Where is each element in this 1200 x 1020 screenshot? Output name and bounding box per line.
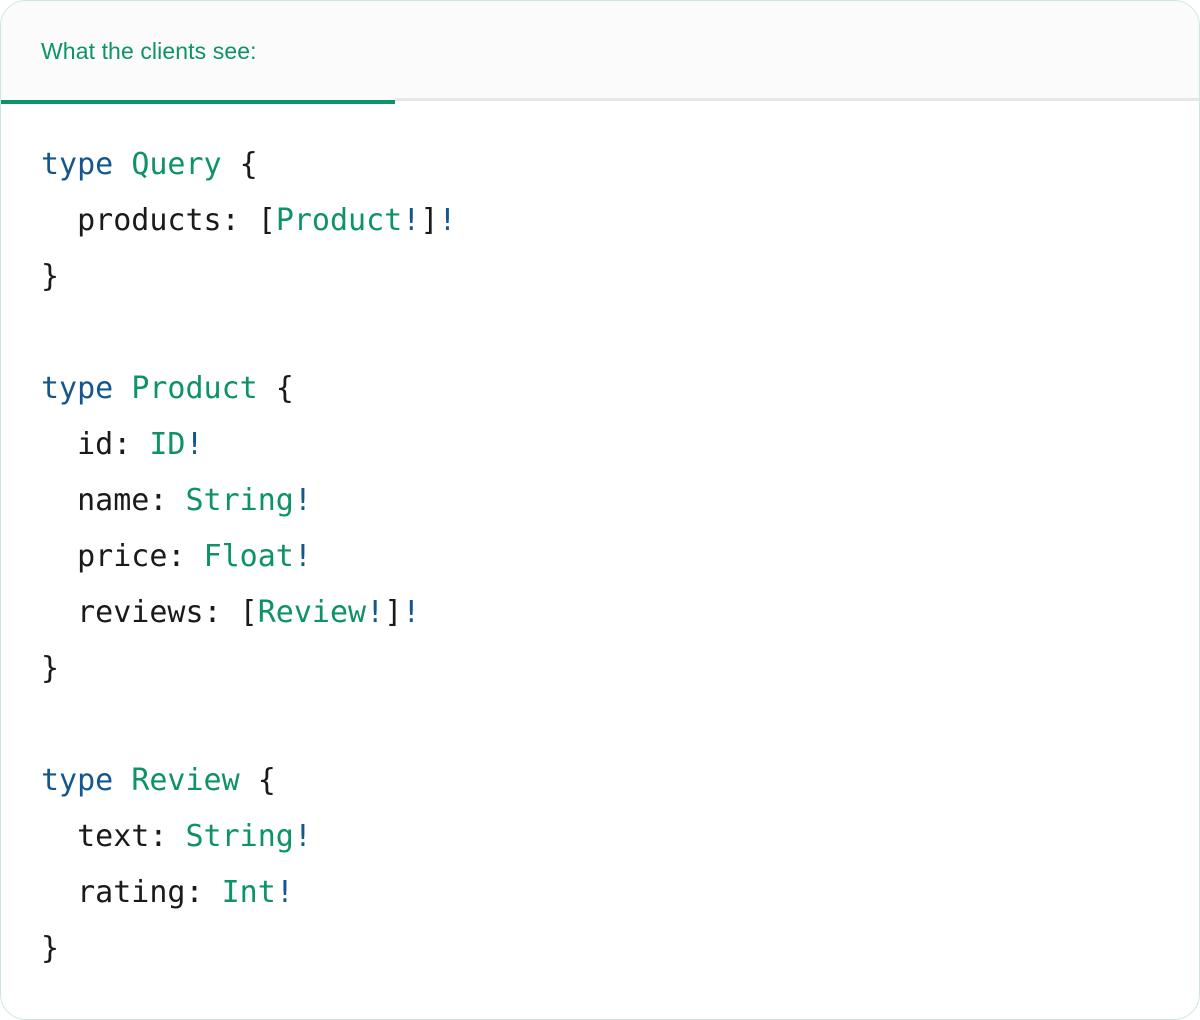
- code-token-punct: }: [41, 651, 60, 686]
- code-token-type: Review: [131, 763, 240, 798]
- code-line: text: String!: [41, 809, 1159, 865]
- code-token-type: ID: [149, 427, 186, 462]
- code-token-punct: {: [221, 147, 258, 182]
- code-token-punct: }: [41, 259, 60, 294]
- code-line: type Product {: [41, 361, 1159, 417]
- code-token-kw: type: [41, 763, 114, 798]
- code-line: id: ID!: [41, 417, 1159, 473]
- code-token-field: text:: [41, 819, 186, 854]
- code-line: type Query {: [41, 137, 1159, 193]
- code-token-type: String: [185, 483, 294, 518]
- code-line: }: [41, 921, 1159, 977]
- code-token-punct: ]: [384, 595, 403, 630]
- tab-label: What the clients see:: [41, 37, 257, 64]
- code-token-bang: !: [275, 875, 294, 910]
- active-tab-indicator: [1, 100, 395, 104]
- code-token-field: rating:: [41, 875, 222, 910]
- code-token-bang: !: [438, 203, 457, 238]
- tab-bar: What the clients see:: [1, 1, 1199, 104]
- code-token-field: price:: [41, 539, 204, 574]
- code-line: products: [Product!]!: [41, 193, 1159, 249]
- code-line: name: String!: [41, 473, 1159, 529]
- code-token-punct: [113, 763, 131, 798]
- code-token-type: Product: [131, 371, 258, 406]
- code-token-type: Review: [257, 595, 367, 630]
- code-token-bang: !: [402, 203, 421, 238]
- code-panel: type Query { products: [Product!]!} type…: [1, 101, 1199, 1018]
- code-token-bang: !: [366, 595, 385, 630]
- code-line: }: [41, 641, 1159, 697]
- code-token-punct: ]: [420, 203, 439, 238]
- code-token-type: Int: [221, 875, 276, 910]
- code-line: price: Float!: [41, 529, 1159, 585]
- code-line: rating: Int!: [41, 865, 1159, 921]
- graphql-schema-code: type Query { products: [Product!]!} type…: [41, 137, 1159, 977]
- code-token-kw: type: [41, 371, 114, 406]
- code-token-punct: {: [239, 763, 276, 798]
- code-token-punct: [113, 147, 131, 182]
- code-token-bang: !: [185, 427, 204, 462]
- code-token-bang: !: [293, 539, 312, 574]
- code-token-type: String: [185, 819, 294, 854]
- code-token-bang: !: [402, 595, 421, 630]
- code-token-kw: type: [41, 147, 114, 182]
- code-token-field: products: [: [41, 203, 276, 238]
- code-token-bang: !: [293, 483, 312, 518]
- code-token-punct: }: [41, 931, 60, 966]
- code-token-type: Query: [131, 147, 222, 182]
- code-token-field: name:: [41, 483, 186, 518]
- code-line: reviews: [Review!]!: [41, 585, 1159, 641]
- code-token-type: Float: [203, 539, 294, 574]
- code-line: [41, 305, 1159, 361]
- code-token-type: Product: [275, 203, 403, 238]
- code-line: [41, 697, 1159, 753]
- code-line: type Review {: [41, 753, 1159, 809]
- tab-what-the-clients-see[interactable]: What the clients see:: [1, 1, 395, 104]
- code-token-bang: !: [293, 819, 312, 854]
- code-token-punct: [113, 371, 131, 406]
- code-line: }: [41, 249, 1159, 305]
- code-token-field: reviews: [: [41, 595, 258, 630]
- code-token-punct: {: [257, 371, 294, 406]
- code-token-field: id:: [41, 427, 150, 462]
